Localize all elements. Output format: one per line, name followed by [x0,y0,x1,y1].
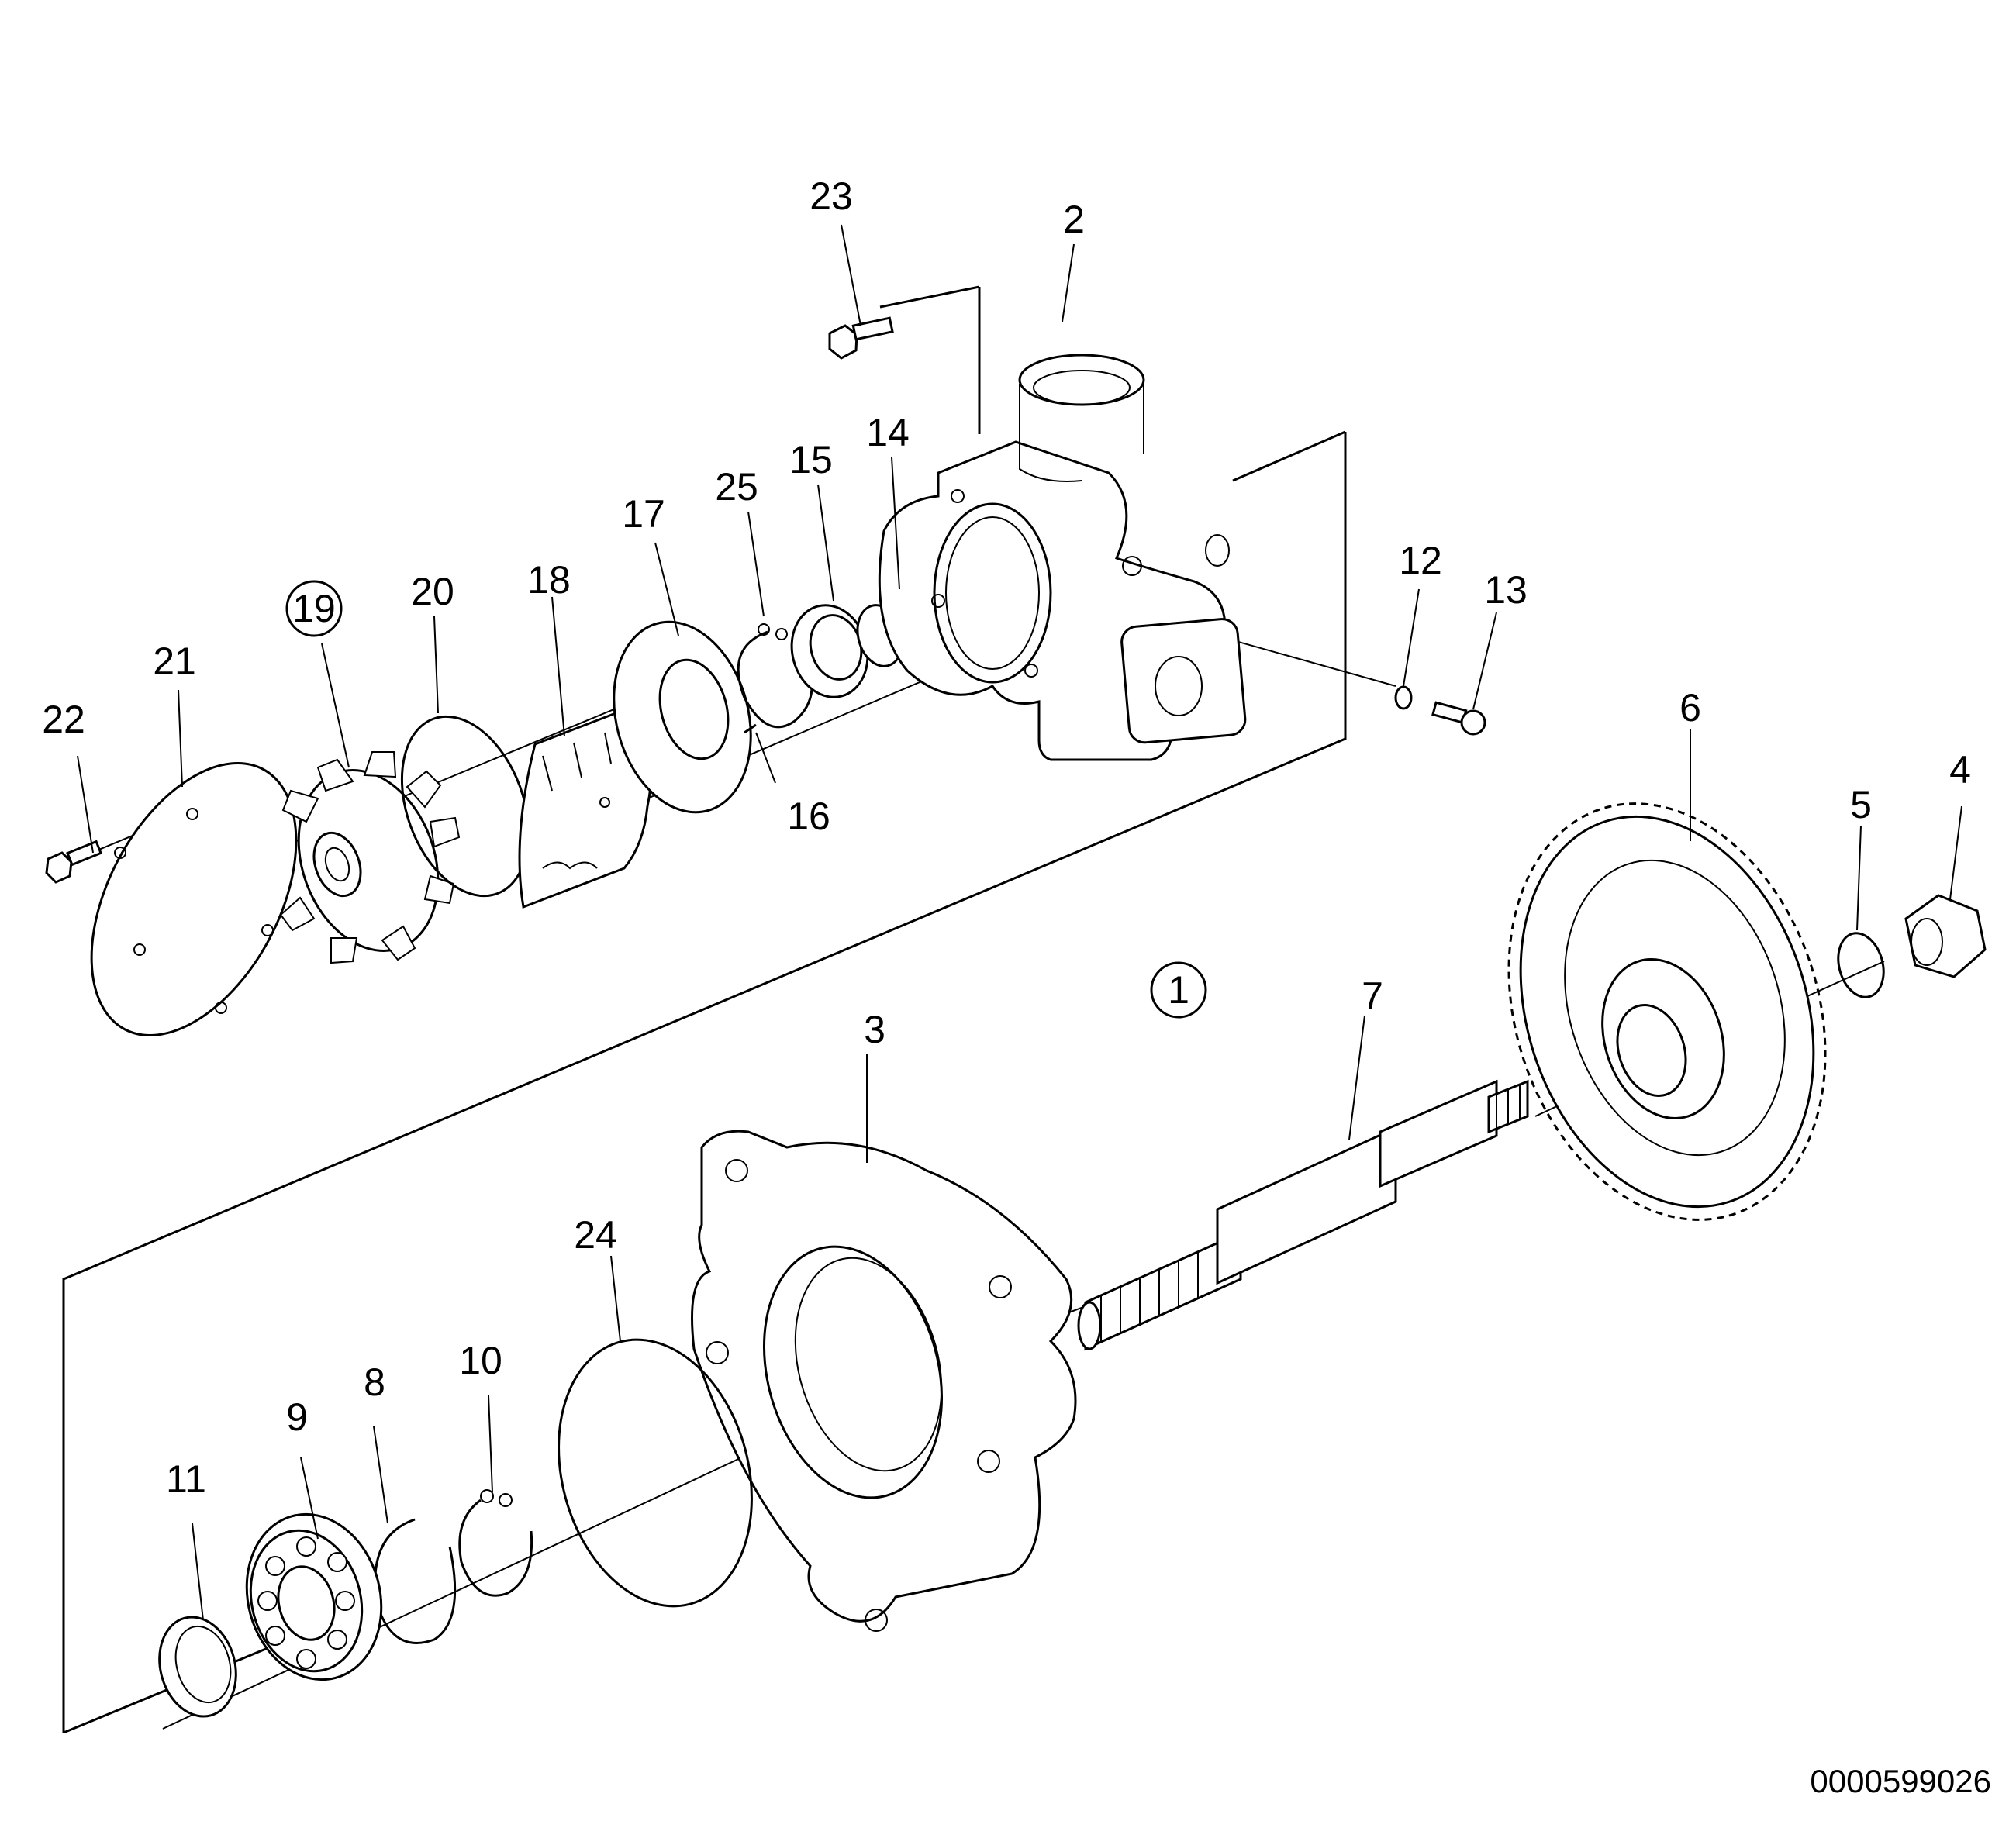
label-13: 13 [1484,568,1528,612]
label-1: 1 [1168,968,1189,1012]
label-22: 22 [42,698,85,741]
label-8: 8 [364,1361,385,1404]
wear-plate-part-17 [613,620,752,814]
circlip-part-10 [458,1489,533,1597]
label-9: 9 [286,1395,308,1439]
callout-circle-1 [1150,961,1207,1019]
nut-part-4 [1904,894,1987,978]
o-ring-part-24 [558,1338,753,1608]
label-14: 14 [866,411,910,454]
screw-part-13 [1431,701,1486,736]
bearing-housing-part-3 [691,1130,1077,1632]
seal-ring-part-11 [158,1616,237,1718]
label-15: 15 [789,438,833,481]
label-18: 18 [527,558,571,602]
bearing-part-9 [245,1512,383,1681]
label-3: 3 [864,1008,885,1051]
pump-housing-part-2 [878,354,1247,761]
shaft-part-7 [1077,1079,1529,1351]
label-7: 7 [1362,974,1383,1018]
label-4: 4 [1949,748,1971,792]
label-6: 6 [1679,686,1701,729]
label-20: 20 [411,570,454,613]
part-labels: 23 2 14 15 25 17 18 20 19 21 22 16 12 13… [42,174,1971,1501]
leader-lines [77,224,1962,1621]
callout-circle-19 [285,580,343,637]
impeller-part-19 [279,751,461,964]
label-16: 16 [787,795,830,838]
circlip-part-25 [737,623,813,729]
label-24: 24 [574,1213,617,1257]
label-2: 2 [1063,198,1085,241]
label-17: 17 [622,492,665,536]
label-10: 10 [459,1339,502,1382]
label-19: 19 [292,587,336,630]
o-ring-part-20 [400,715,530,898]
drawing-number: 0000599026 [1810,1763,1991,1799]
label-23: 23 [810,174,853,218]
label-25: 25 [715,465,758,509]
cover-plate-part-21 [90,761,298,1037]
label-21: 21 [153,640,196,683]
washer-part-15 [790,604,869,698]
assembly-frame [62,285,1347,1734]
snap-ring-part-8 [374,1518,457,1644]
label-5: 5 [1850,783,1872,826]
label-12: 12 [1399,539,1442,582]
ring-part-12 [1394,685,1413,710]
pin-part-16 [744,723,757,734]
screw-part-23 [828,316,894,360]
gear-part-6 [1507,802,1827,1221]
label-11: 11 [166,1457,206,1501]
lock-washer-part-5 [1837,932,1885,998]
